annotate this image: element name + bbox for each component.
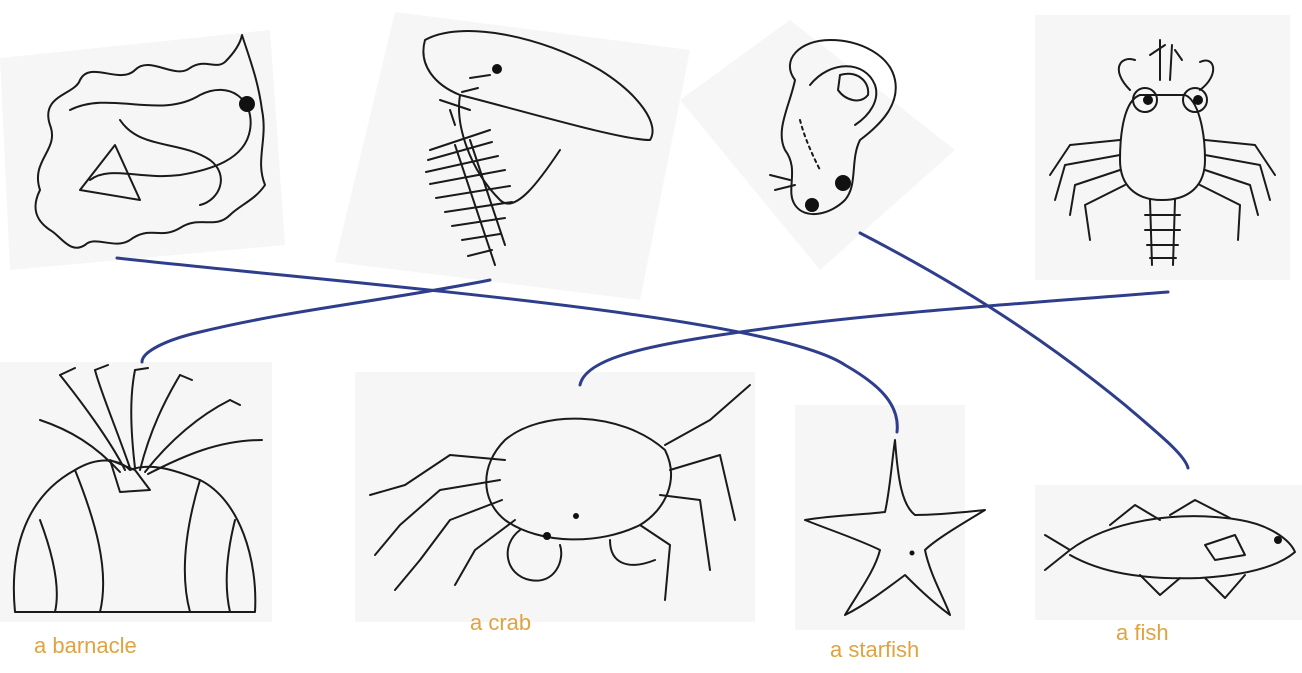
fish-drawing xyxy=(1035,485,1302,620)
label-barnacle: a barnacle xyxy=(34,633,137,659)
label-crab: a crab xyxy=(470,610,531,636)
starfish-drawing xyxy=(795,405,985,630)
nauplius-larva-drawing xyxy=(0,30,285,270)
cyprid-larva-drawing xyxy=(335,12,690,300)
fish-larva-drawing xyxy=(680,20,955,270)
label-fish: a fish xyxy=(1116,620,1169,646)
zoea-crab-larva-drawing xyxy=(1035,15,1290,280)
label-starfish: a starfish xyxy=(830,637,919,663)
crab-drawing xyxy=(355,372,755,622)
barnacle-drawing xyxy=(0,362,272,622)
